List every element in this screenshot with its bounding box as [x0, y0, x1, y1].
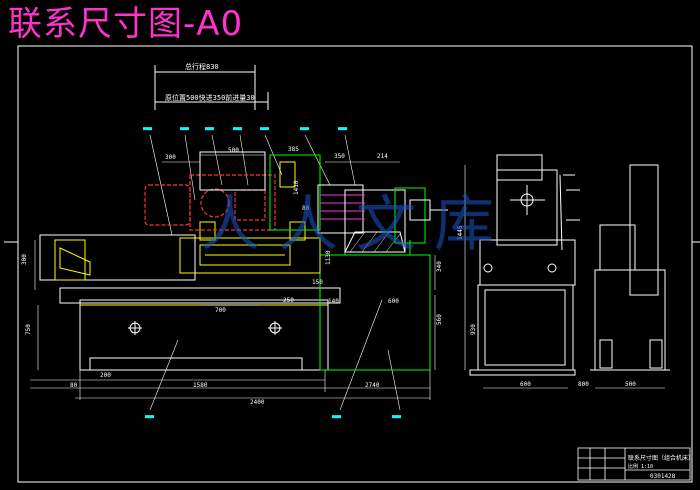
- dim-214: 214: [377, 153, 388, 160]
- dim-800: 800: [578, 381, 589, 388]
- title-block-drawing-no: 0301428: [650, 473, 676, 480]
- leader-labels: ■■■ ■■■ ■■■ ■■■ ■■■ ■■■ ■■■ ■■■ ■■■ ■■■: [143, 126, 401, 420]
- dim-300-left: 300: [21, 254, 28, 265]
- stroke-dimensions: [154, 65, 269, 110]
- dim-350: 350: [334, 153, 345, 160]
- svg-text:■■■: ■■■: [260, 126, 269, 132]
- side-view: [469, 154, 580, 376]
- svg-text:■■■: ■■■: [180, 126, 189, 132]
- drawing-frame: [17, 45, 693, 483]
- fixture: [344, 187, 448, 253]
- dim-2400: 2400: [250, 399, 265, 406]
- svg-text:■■■: ■■■: [338, 126, 347, 132]
- dim-2740: 2740: [365, 382, 380, 389]
- end-view: [590, 164, 670, 371]
- dim-1410: 1410: [293, 180, 300, 195]
- svg-text:■■■: ■■■: [143, 126, 152, 132]
- dim-300: 300: [165, 154, 176, 161]
- dim-80: 80: [70, 382, 78, 389]
- dim-560: 560: [436, 314, 443, 325]
- svg-text:■■■: ■■■: [392, 414, 401, 420]
- dim-340: 340: [436, 261, 443, 272]
- title-block-scale: 比例 1:10: [628, 463, 653, 470]
- dim-930: 930: [470, 324, 477, 335]
- svg-text:■■■: ■■■: [332, 414, 341, 420]
- slide-table: [39, 221, 321, 281]
- dim-200: 200: [100, 372, 111, 379]
- dim-385: 385: [288, 146, 299, 153]
- dim-1130: 1130: [325, 250, 332, 265]
- dim-500: 500: [228, 147, 239, 154]
- title-block-name: 联系尺寸图（组合机床）: [628, 454, 694, 462]
- dim-150: 150: [312, 279, 323, 286]
- machine-base: [59, 240, 431, 371]
- watermark: 人人文库: [200, 190, 512, 260]
- dim-140: 140: [328, 298, 339, 305]
- dim-80-mid: 80: [302, 205, 310, 212]
- title-block: [577, 447, 691, 481]
- dim-250: 250: [283, 297, 294, 304]
- dim-total-stroke: 总行程830: [185, 62, 219, 71]
- svg-text:■■■: ■■■: [205, 126, 214, 132]
- dim-600: 600: [388, 298, 399, 305]
- dim-first-stroke: 原位置500快进350前进量30: [165, 93, 255, 102]
- dim-600-right: 600: [520, 381, 531, 388]
- svg-text:■■■: ■■■: [145, 414, 154, 420]
- drawing-title: 联系尺寸图-A0: [8, 4, 244, 44]
- dim-700: 700: [215, 307, 226, 314]
- dim-750: 750: [25, 324, 32, 335]
- dim-500-right: 500: [625, 381, 636, 388]
- svg-text:■■■: ■■■: [300, 126, 309, 132]
- dim-1580: 1580: [193, 382, 208, 389]
- dim-1445: 1445: [457, 225, 464, 240]
- headstock: [199, 151, 365, 234]
- svg-text:■■■: ■■■: [233, 126, 242, 132]
